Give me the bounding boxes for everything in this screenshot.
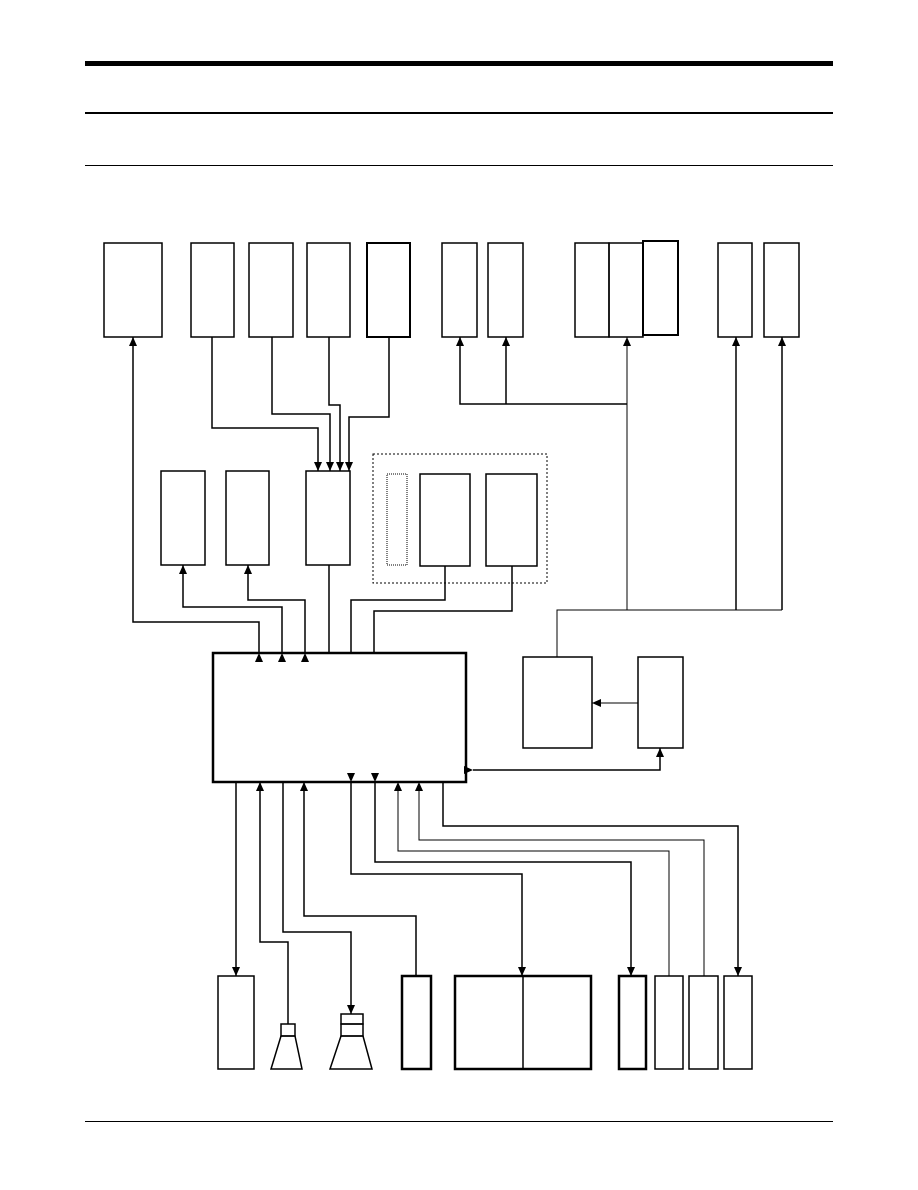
connector-main-top1: [129, 337, 263, 662]
speaker-large: [328, 1013, 373, 1070]
dashed-group-block-1: [419, 473, 471, 567]
top-block-1: [103, 242, 163, 338]
bottom-block-6: [617, 974, 648, 1071]
top-block-7: [487, 242, 524, 338]
top-block-12: [763, 242, 800, 338]
top-block-6: [441, 242, 478, 338]
dashed-group-block-2: [485, 473, 538, 567]
main-block: [211, 651, 468, 784]
bottom-block-8: [688, 975, 719, 1070]
connector-group2-main: [373, 566, 513, 653]
top-block-2: [190, 242, 235, 338]
top-block-4: [306, 242, 351, 338]
connector-bottom7-main: [394, 782, 670, 976]
side-block-left: [522, 656, 593, 749]
mid-hub-block: [305, 470, 351, 566]
connector-side-bus: [556, 609, 782, 657]
connector-main-bottom6: [371, 773, 635, 976]
top-stack-block-c: [642, 240, 679, 336]
connector-main-speaker-large: [282, 782, 355, 1014]
footer-rule: [85, 1121, 833, 1122]
mid-block-2: [225, 470, 270, 566]
connector-speaker-small-main: [256, 782, 289, 1024]
mid-block-1: [160, 470, 206, 566]
bottom-block-4: [400, 974, 433, 1071]
side-block-right: [637, 656, 684, 749]
connector-bus-top6: [456, 337, 627, 405]
connector-top5-hub: [345, 337, 390, 471]
header-rule-middle: [85, 112, 833, 114]
bottom-block-1: [217, 975, 255, 1070]
top-block-3: [248, 242, 294, 338]
top-block-11: [717, 242, 753, 338]
top-block-5: [366, 242, 411, 338]
connector-top3-hub: [271, 337, 334, 471]
dashed-group: [372, 453, 548, 584]
connector-main-side-right: [464, 748, 664, 774]
connector-main-mid2: [244, 565, 309, 662]
connector-bottom4-main: [300, 782, 417, 976]
connector-top4-hub: [328, 337, 344, 471]
top-stack-block-a: [574, 242, 610, 338]
bottom-block-9: [723, 975, 753, 1070]
connector-main-bottom9: [442, 782, 742, 976]
connector-main-mid1: [179, 565, 286, 662]
bottom-block-7: [654, 975, 684, 1070]
connector-group1-main: [350, 566, 446, 653]
dashed-group-slot: [386, 473, 408, 566]
speaker-small: [269, 1023, 303, 1070]
connector-top2-hub: [211, 337, 322, 471]
connector-bottom8-main: [415, 782, 705, 976]
top-stack-block-b: [608, 242, 644, 338]
header-rule-thin: [85, 165, 833, 166]
header-rule-thick: [85, 61, 833, 66]
connector-main-wide: [347, 773, 526, 976]
